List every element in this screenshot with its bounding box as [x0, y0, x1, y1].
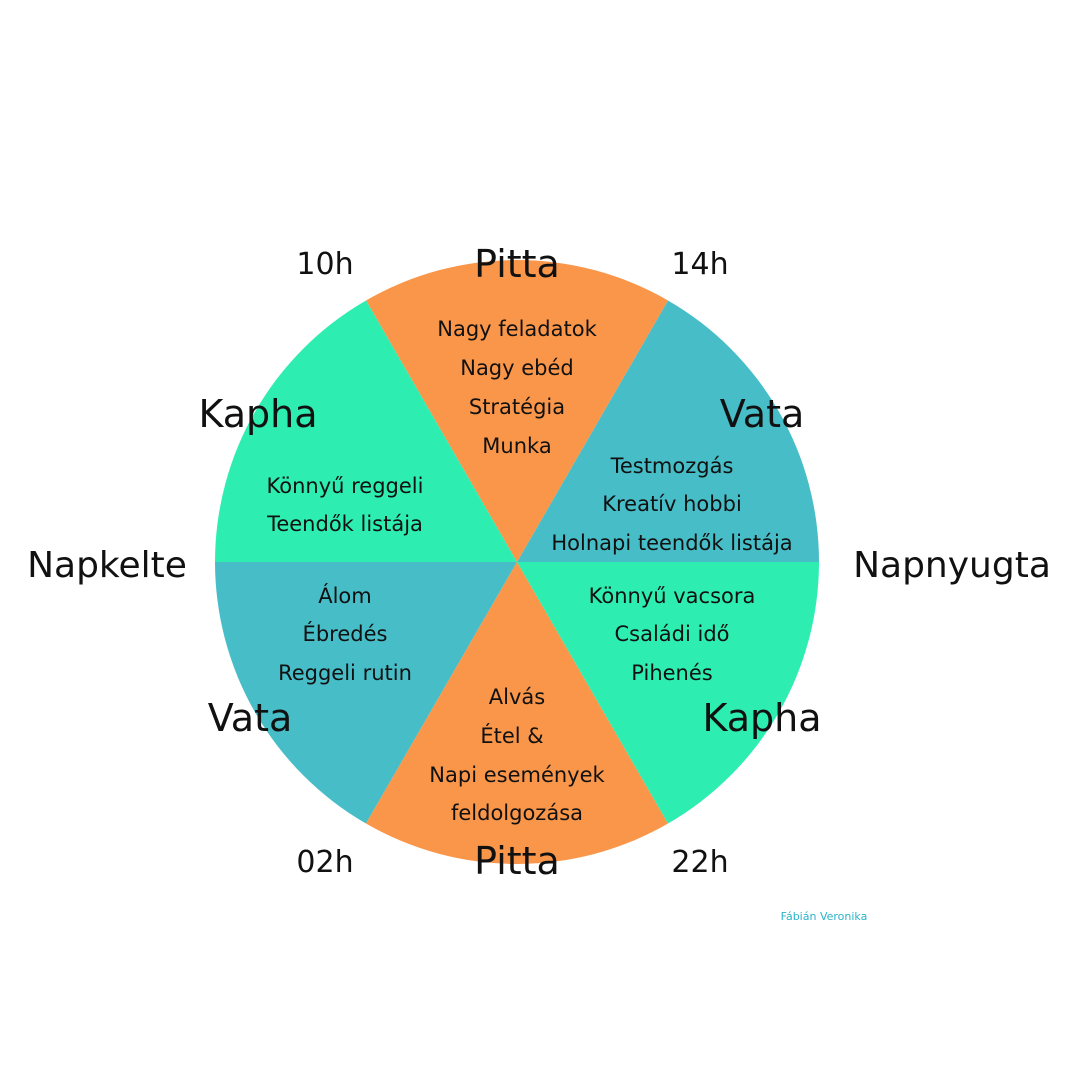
dosha-label-lower-left: Vata: [208, 696, 293, 740]
activity-item: Reggeli rutin: [278, 661, 412, 685]
sector-lower-right: [517, 562, 819, 824]
activity-item: feldolgozása: [451, 801, 583, 825]
activity-item: Holnapi teendők listája: [551, 531, 792, 555]
activity-item: Teendők listája: [266, 512, 423, 536]
dosha-label-top: Pitta: [474, 242, 560, 286]
sector-bottom: [366, 562, 668, 864]
activity-item: Étel &: [480, 723, 543, 748]
hour-14h: 14h: [671, 247, 728, 282]
sector-upper-left: [214, 300, 517, 562]
sector-upper-right: [517, 300, 819, 562]
activity-item: Nagy ebéd: [460, 356, 574, 380]
activity-item: Stratégia: [469, 395, 565, 419]
activity-item: Ébredés: [303, 621, 388, 646]
activity-item: Könnyű vacsora: [589, 584, 756, 608]
dosha-label-upper-left: Kapha: [198, 392, 317, 436]
hour-10h: 10h: [296, 247, 353, 282]
sector-top: [366, 259, 668, 562]
activity-item: Nagy feladatok: [437, 317, 597, 341]
activity-item: Pihenés: [631, 661, 712, 685]
activity-item: Családi idő: [614, 622, 729, 646]
activity-item: Munka: [482, 434, 551, 458]
activity-item: Alvás: [489, 685, 545, 709]
sunrise-label: Napkelte: [27, 545, 187, 586]
activity-item: Kreatív hobbi: [602, 492, 742, 516]
author-signature: Fábián Veronika: [781, 910, 868, 923]
activity-item: Álom: [318, 583, 372, 608]
sunset-label: Napnyugta: [853, 545, 1051, 586]
dosha-label-lower-right: Kapha: [702, 696, 821, 740]
activity-item: Testmozgás: [610, 454, 734, 478]
hour-02h: 02h: [296, 845, 353, 880]
sector-lower-left: [215, 562, 517, 824]
activity-item: Könnyű reggeli: [267, 474, 424, 498]
hour-22h: 22h: [671, 845, 728, 880]
activity-item: Napi események: [429, 763, 605, 787]
dosha-label-bottom: Pitta: [474, 839, 560, 883]
dosha-label-upper-right: Vata: [720, 392, 805, 436]
